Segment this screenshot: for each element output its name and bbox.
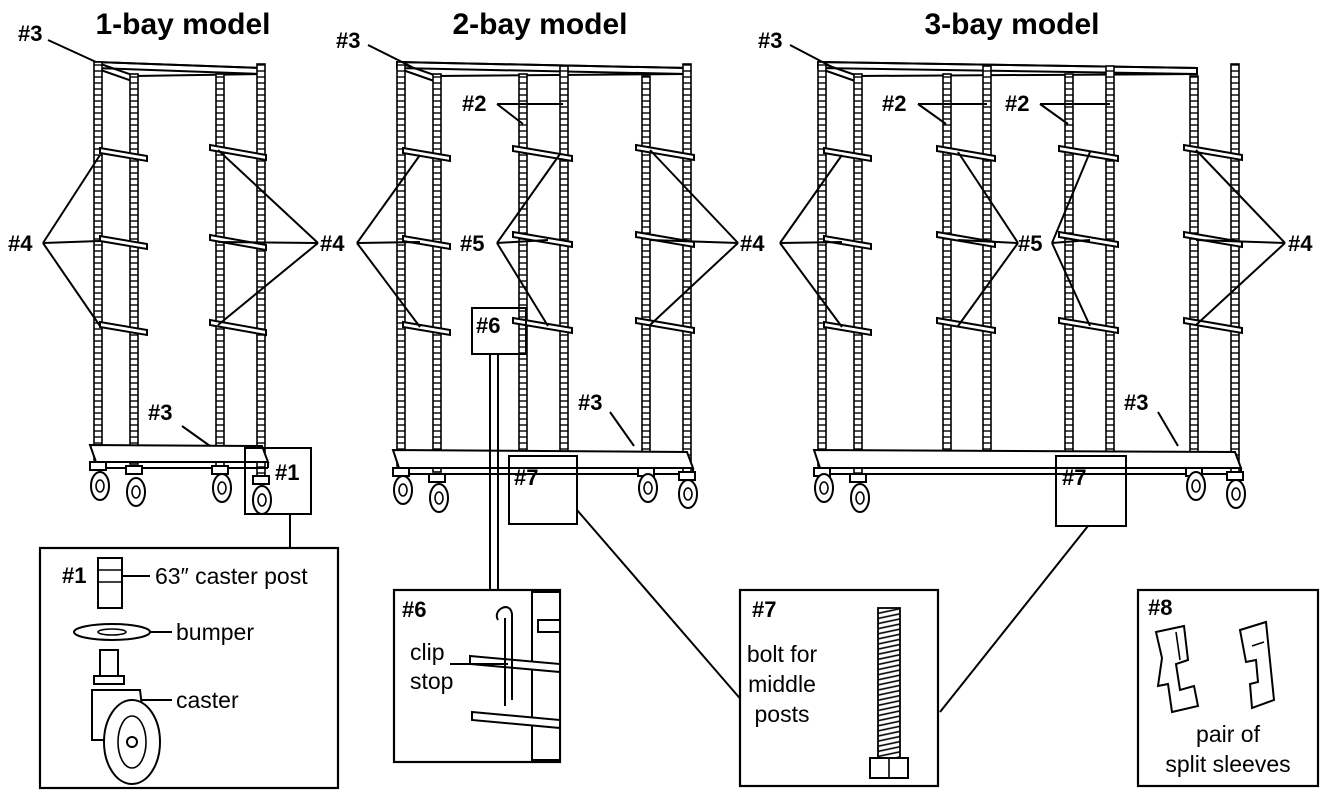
detail-caster-label: caster xyxy=(176,687,239,713)
detail-box-bolt: #7 bolt for middle posts xyxy=(738,588,940,788)
label-part3-3bay-bottom: #3 xyxy=(1124,390,1148,415)
bottom-frame xyxy=(88,443,270,469)
detail-caster-number: #1 xyxy=(62,563,86,588)
label-part2-3bay-right: #2 xyxy=(1005,91,1029,116)
detail-bolt-line3: posts xyxy=(755,701,810,727)
rack-2bay xyxy=(391,60,698,513)
label-part3-1bay-top: #3 xyxy=(18,21,42,46)
label-part4-1bay-left: #4 xyxy=(8,231,33,256)
label-part5-3bay: #5 xyxy=(1018,231,1042,256)
detail-clip-number: #6 xyxy=(402,597,426,622)
detail-sleeves-line1: pair of xyxy=(1196,721,1261,747)
casters xyxy=(89,461,272,515)
label-part3-2bay-top: #3 xyxy=(336,28,360,53)
detail-sleeves-line2: split sleeves xyxy=(1165,751,1290,777)
caster-post-illustration xyxy=(97,557,123,609)
casters xyxy=(392,467,698,513)
label-part6-box: #6 xyxy=(476,313,500,338)
bolt-illustration xyxy=(869,607,909,779)
label-part4-2bay-right: #4 xyxy=(740,231,765,256)
label-part3-1bay-bottom: #3 xyxy=(148,400,172,425)
label-part2-2bay: #2 xyxy=(462,91,486,116)
label-part1-box: #1 xyxy=(275,460,299,485)
detail-bumper-label: bumper xyxy=(176,619,254,645)
detail-box-clip-stop: #6 clip stop xyxy=(392,588,562,764)
model-title-3bay: 3-bay model xyxy=(924,8,1099,41)
source-box-part1: #1 xyxy=(244,447,312,515)
detail-bolt-line1: bolt for xyxy=(747,641,818,667)
label-part2-3bay-left: #2 xyxy=(882,91,906,116)
detail-clip-line1: clip xyxy=(410,639,445,665)
shelf-rails xyxy=(402,143,695,337)
detail-caster-post-label: 63″ caster post xyxy=(155,563,308,589)
label-part3-3bay-top: #3 xyxy=(758,28,782,53)
split-sleeve-right-illustration xyxy=(1238,620,1276,710)
detail-bolt-number: #7 xyxy=(752,597,776,622)
detail-box-caster: #1 63″ caster post bumper caster xyxy=(38,546,340,790)
rack-1bay xyxy=(88,60,272,515)
source-box-part7-2bay: #7 xyxy=(508,455,578,525)
posts xyxy=(93,61,266,479)
label-part5-2bay: #5 xyxy=(460,231,484,256)
split-sleeve-left-illustration xyxy=(1154,624,1200,714)
model-title-2bay: 2-bay model xyxy=(452,8,627,41)
source-box-part6: #6 xyxy=(471,307,527,355)
clip-stop-illustration xyxy=(469,591,561,761)
posts xyxy=(817,61,1240,475)
label-part3-2bay-bottom: #3 xyxy=(578,390,602,415)
rack-3bay xyxy=(812,60,1246,513)
detail-bolt-line2: middle xyxy=(748,671,816,697)
detail-sleeves-number: #8 xyxy=(1148,595,1172,620)
top-frame xyxy=(94,60,263,83)
callout-labels: #3 #3 #3 #3 #3 #3 #4 #4 #4 #4 #5 #5 #2 #… xyxy=(8,21,1313,425)
detail-connectors xyxy=(289,354,1089,713)
bumper-illustration xyxy=(73,623,151,641)
detail-box-split-sleeves: #8 pair of split sleeves xyxy=(1136,588,1320,788)
detail-clip-line2: stop xyxy=(410,668,453,694)
label-part4-3bay-right: #4 xyxy=(1288,231,1313,256)
label-part7-box-2bay: #7 xyxy=(514,465,538,490)
top-frame xyxy=(817,60,1198,83)
label-part7-box-3bay: #7 xyxy=(1062,465,1086,490)
casters xyxy=(813,467,1246,513)
caster-illustration xyxy=(91,649,161,785)
label-part4-1bay-right: #4 xyxy=(320,231,345,256)
shelf-rails xyxy=(823,143,1243,337)
leader-lines xyxy=(42,39,1286,447)
posts xyxy=(396,61,692,473)
model-title-1bay: 1-bay model xyxy=(95,8,270,41)
source-box-part7-3bay: #7 xyxy=(1055,455,1127,527)
bottom-frame xyxy=(812,448,1243,475)
